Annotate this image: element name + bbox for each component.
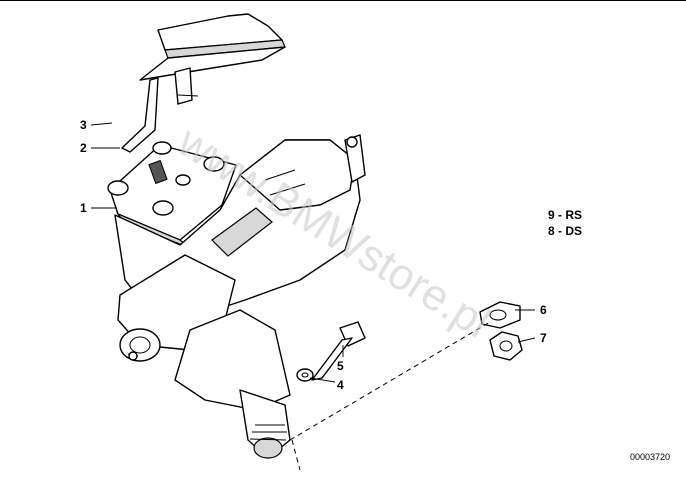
leader-lines	[90, 122, 536, 383]
callout-3: 3	[80, 118, 87, 132]
callout-5: 5	[337, 359, 344, 373]
callout-7: 7	[540, 331, 547, 345]
callout-6: 6	[540, 303, 547, 317]
assembly-line-2	[291, 439, 301, 471]
document-number: 00003720	[630, 452, 670, 462]
bolt	[311, 321, 366, 381]
mounting-bracket	[121, 13, 286, 153]
top-border-line	[0, 0, 686, 1]
nut	[489, 331, 523, 361]
assembly-line	[289, 321, 491, 441]
lock-plate	[479, 301, 521, 329]
cover-plate	[107, 141, 237, 249]
legend-rs: 9 - RS	[548, 208, 582, 222]
callout-2: 2	[80, 141, 87, 155]
callout-1: 1	[80, 201, 87, 215]
steering-gear-housing	[114, 134, 366, 459]
washer	[296, 368, 314, 382]
legend-ds: 8 - DS	[548, 224, 582, 238]
callout-4: 4	[337, 378, 344, 392]
